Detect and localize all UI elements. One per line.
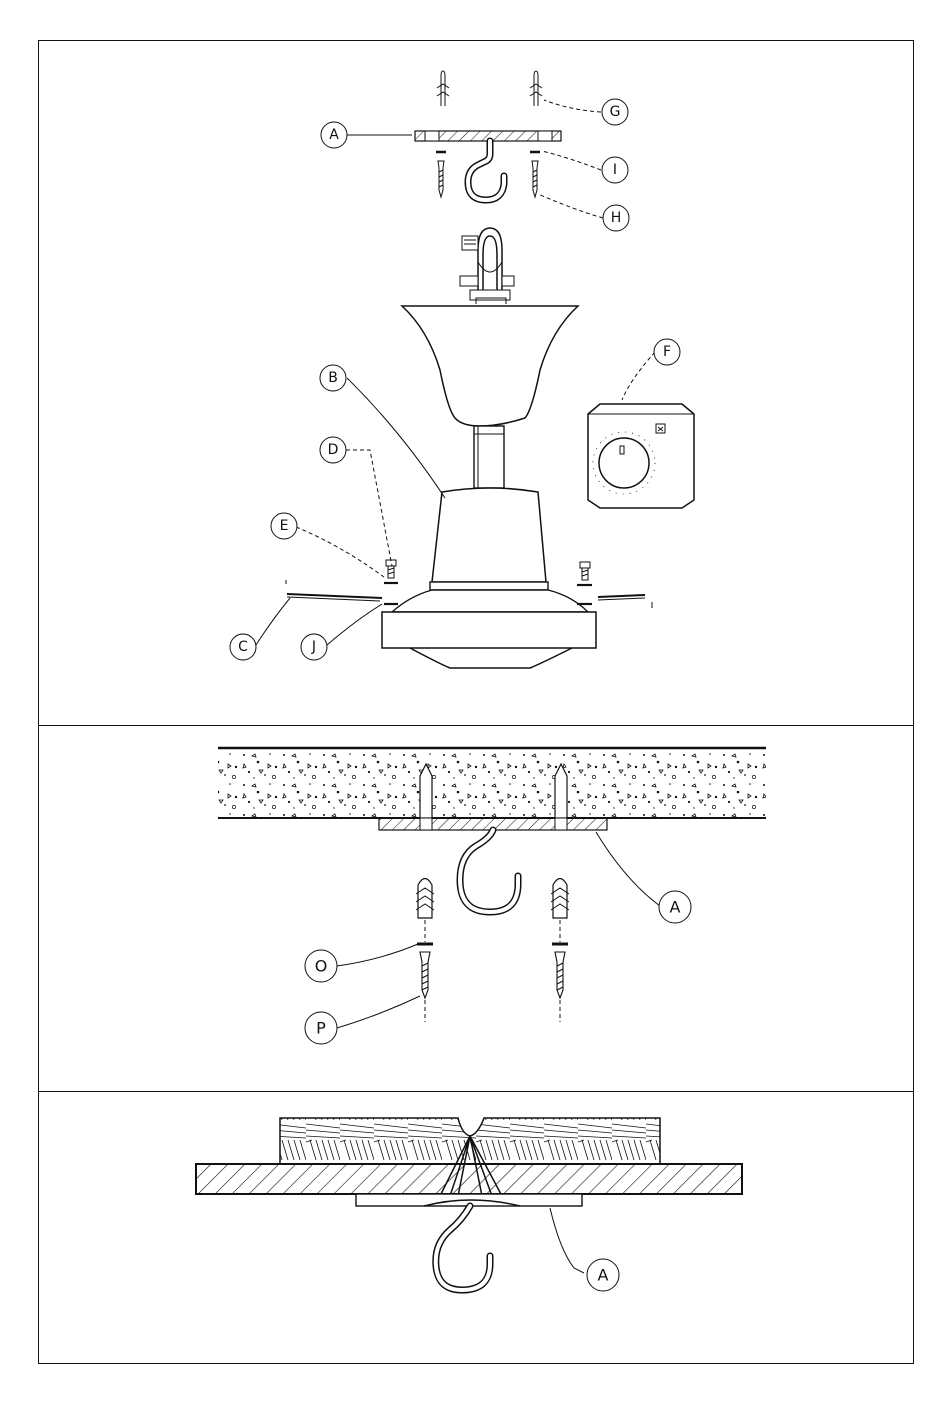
screw-2-right	[555, 952, 565, 1022]
label-E-callout: E	[271, 513, 297, 539]
label-O: O	[315, 957, 328, 976]
blade-screw-right	[577, 562, 592, 604]
wall-plug-left	[437, 71, 449, 106]
label-C-callout: C	[230, 634, 256, 660]
panel-1-exploded-view	[256, 71, 694, 668]
label-F-callout: F	[654, 339, 680, 365]
hanger-bracket	[460, 228, 514, 300]
label-F: F	[663, 344, 671, 360]
ceiling-board	[196, 1164, 742, 1194]
label-I-callout: I	[602, 157, 628, 183]
ceiling-hook-2	[460, 830, 518, 912]
wall-plug-2-left	[416, 879, 434, 943]
label-B-callout: B	[320, 365, 346, 391]
label-P-callout: P	[305, 1012, 337, 1044]
motor-housing	[432, 488, 546, 582]
label-A: A	[329, 127, 339, 143]
label-A3: A	[598, 1266, 609, 1285]
panel-2-concrete-ceiling	[218, 748, 766, 1028]
panel-3-wood-ceiling	[196, 1118, 742, 1290]
label-E: E	[280, 518, 289, 534]
label-P: P	[316, 1019, 326, 1038]
canopy	[402, 306, 578, 426]
label-A3-callout: A	[587, 1259, 619, 1291]
label-G-callout: G	[602, 99, 628, 125]
screw-left	[438, 161, 444, 197]
screw-2-left	[420, 952, 430, 1022]
label-H: H	[611, 210, 622, 226]
label-O-callout: O	[305, 950, 337, 982]
blade-holder-right	[598, 595, 645, 597]
label-B: B	[328, 370, 338, 386]
wood-beam	[280, 1118, 660, 1164]
label-J: J	[311, 639, 316, 655]
wall-plug-2-right	[551, 879, 569, 943]
screw-right	[532, 161, 538, 197]
label-H-callout: H	[603, 205, 629, 231]
label-C: C	[238, 639, 248, 655]
blade-screw-left	[384, 560, 398, 604]
concrete-slab	[218, 748, 766, 818]
label-A-callout: A	[321, 122, 347, 148]
label-A2-callout: A	[659, 891, 691, 923]
wall-controller	[588, 404, 694, 508]
label-A2: A	[670, 898, 681, 917]
label-D: D	[328, 442, 339, 458]
label-I: I	[613, 162, 617, 178]
motor-base-ring	[382, 612, 596, 648]
wall-plug-right	[530, 71, 542, 106]
label-J-callout: J	[301, 634, 327, 660]
label-D-callout: D	[320, 437, 346, 463]
label-G: G	[610, 104, 621, 120]
